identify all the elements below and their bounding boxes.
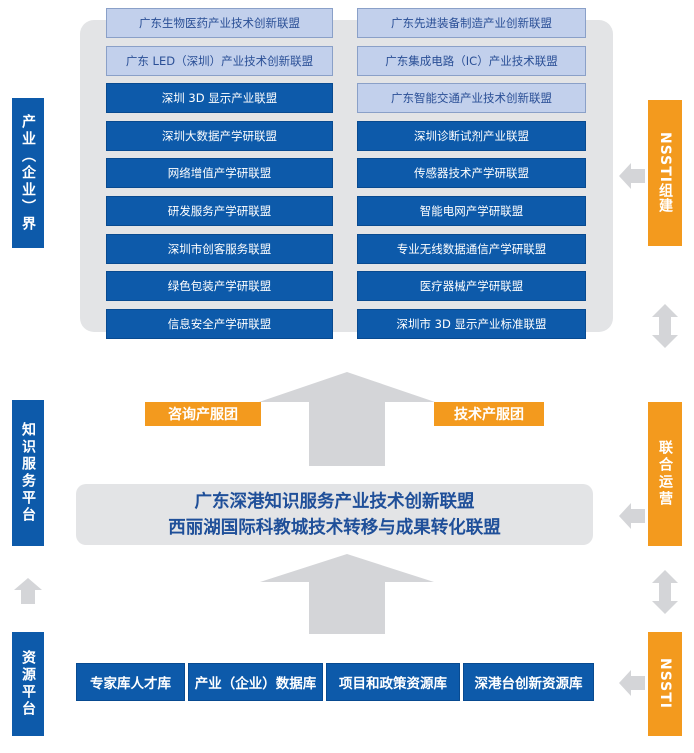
- right-alliance-box: 深圳诊断试剂产业联盟: [357, 120, 586, 151]
- left-alliance-box: 广东生物医药产业技术创新联盟: [106, 8, 333, 38]
- right-alliance-box: 医疗器械产学研联盟: [357, 271, 586, 302]
- left-alliance-box: 深圳 3D 显示产业联盟: [106, 83, 333, 114]
- technical-service-tag: 技术产服团: [434, 402, 544, 426]
- right-alliance-box: 智能电网产学研联盟: [357, 196, 586, 226]
- left-alliance-box: 研发服务产学研联盟: [106, 196, 333, 226]
- right-alliance-box: 广东先进装备制造产业创新联盟: [357, 8, 586, 38]
- left-arrow-icon: [619, 163, 645, 189]
- resource-policy-db: 项目和政策资源库: [326, 663, 460, 701]
- left-alliance-box: 深圳市创客服务联盟: [106, 233, 333, 264]
- left-alliance-box: 网络增值产学研联盟: [106, 158, 333, 189]
- left-alliance-box: 广东 LED（深圳）产业技术创新联盟: [106, 45, 333, 76]
- right-alliance-box: 广东智能交通产业技术创新联盟: [357, 83, 586, 114]
- resource-industry-db: 产业（企业）数据库: [188, 663, 323, 701]
- industry-label: 产业（企业）界: [12, 98, 44, 248]
- double-arrow-vertical-icon: [652, 304, 678, 348]
- consulting-service-tag: 咨询产服团: [145, 402, 261, 426]
- small-up-arrow-icon: [14, 578, 42, 604]
- up-arrow-large-icon: [259, 372, 435, 466]
- left-alliance-box: 绿色包装产学研联盟: [106, 271, 333, 302]
- right-alliance-box: 传感器技术产学研联盟: [357, 158, 586, 189]
- resource-innovation-db: 深港台创新资源库: [463, 663, 594, 701]
- joint-operation-label: 联合运营: [648, 402, 682, 546]
- resource-platform-label: 资源平台: [12, 632, 44, 736]
- left-arrow-icon: [619, 670, 645, 696]
- left-alliance-box: 深圳大数据产学研联盟: [106, 120, 333, 151]
- knowledge-platform-label: 知识服务平台: [12, 400, 44, 546]
- left-alliance-box: 信息安全产学研联盟: [106, 308, 333, 339]
- nssti-build-label: NSSTI组建: [648, 100, 682, 246]
- central-alliance-subtitle: 西丽湖国际科教城技术转移与成果转化联盟: [168, 517, 501, 538]
- right-alliance-box: 广东集成电路（IC）产业技术联盟: [357, 45, 586, 76]
- right-alliance-box: 深圳市 3D 显示产业标准联盟: [357, 308, 586, 339]
- nssti-label: NSSTI: [648, 632, 682, 736]
- left-arrow-icon: [619, 503, 645, 529]
- resource-talent-db: 专家库人才库: [76, 663, 185, 701]
- double-arrow-vertical-icon: [652, 570, 678, 614]
- up-arrow-medium-icon: [260, 554, 434, 634]
- right-alliance-box: 专业无线数据通信产学研联盟: [357, 233, 586, 264]
- central-alliance-box: 广东深港知识服务产业技术创新联盟 西丽湖国际科教城技术转移与成果转化联盟: [76, 484, 593, 545]
- central-alliance-title: 广东深港知识服务产业技术创新联盟: [194, 491, 475, 512]
